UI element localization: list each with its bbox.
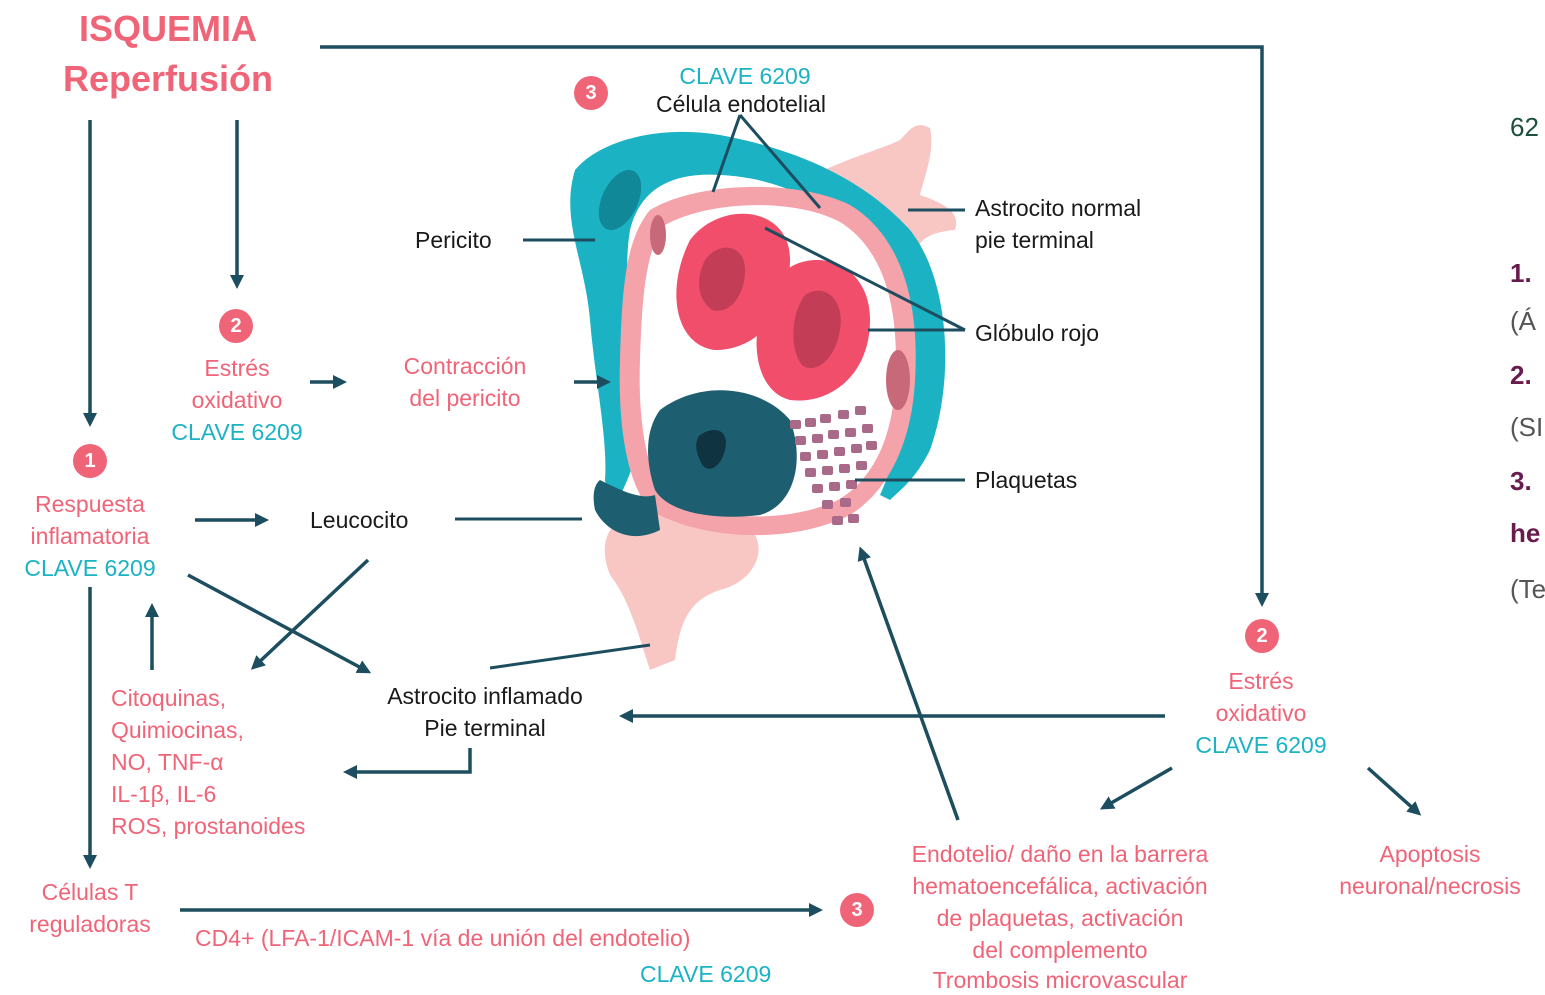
side-item-2: 2.	[1510, 360, 1532, 391]
badge-2-left: 2	[219, 309, 253, 343]
cd4-clave: CLAVE 6209	[640, 960, 771, 989]
cytokine-2: Quimiocinas,	[111, 716, 244, 745]
cytokine-5: ROS, prostanoides	[111, 812, 305, 841]
stress-left-line1: Estrés	[150, 354, 324, 383]
astrocito-pie-terminal: Pie terminal	[352, 714, 618, 743]
stress-left-line2: oxidativo	[150, 386, 324, 415]
label-pericito: Pericito	[415, 226, 492, 255]
inflammation-line1: Respuesta	[6, 490, 174, 519]
treg-line2: reguladoras	[4, 910, 176, 939]
cytokine-4: IL-1β, IL-6	[111, 780, 216, 809]
astrocito-inflamado: Astrocito inflamado	[352, 682, 618, 711]
blood-vessel-illustration	[570, 125, 956, 670]
label-astrocito-normal: Astrocito normal	[975, 194, 1141, 223]
apoptosis-line1: Apoptosis	[1318, 840, 1542, 869]
pericyte-contraction-line1: Contracción	[376, 352, 554, 381]
stress-left-clave: CLAVE 6209	[140, 418, 334, 447]
title-isquemia: ISQUEMIA	[40, 6, 296, 51]
side-panel-number: 62	[1510, 112, 1539, 143]
cytokine-1: Citoquinas,	[111, 684, 226, 713]
badge-3-top: 3	[574, 76, 608, 110]
badge-2-right: 2	[1245, 619, 1279, 653]
endothelium-line5: Trombosis microvascular	[878, 966, 1242, 995]
inflammation-line2: inflamatoria	[6, 522, 174, 551]
endothelium-line1: Endotelio/ daño en la barrera	[878, 840, 1242, 869]
badge-3-bottom: 3	[840, 893, 874, 927]
label-plaquetas: Plaquetas	[975, 466, 1077, 495]
label-endothelial-cell: Célula endotelial	[630, 90, 852, 119]
endothelium-line4: del complemento	[878, 936, 1242, 965]
endothelium-line3: de plaquetas, activación	[878, 904, 1242, 933]
pericyte-contraction-line2: del pericito	[376, 384, 554, 413]
stress-right-clave: CLAVE 6209	[1164, 731, 1358, 760]
clave-top: CLAVE 6209	[640, 62, 850, 91]
stress-right-line1: Estrés	[1174, 667, 1348, 696]
label-leucocito: Leucocito	[310, 506, 408, 535]
stress-right-line2: oxidativo	[1174, 699, 1348, 728]
cd4-text: CD4+ (LFA-1/ICAM-1 vía de unión del endo…	[195, 924, 690, 953]
side-item-3-bold: he	[1510, 518, 1540, 549]
badge-1: 1	[73, 444, 107, 478]
side-item-1-sub: (Á	[1510, 306, 1536, 337]
treg-line1: Células T	[4, 878, 176, 907]
label-pie-terminal: pie terminal	[975, 226, 1094, 255]
apoptosis-line2: neuronal/necrosis	[1318, 872, 1542, 901]
side-item-3: 3.	[1510, 466, 1532, 497]
label-globulo-rojo: Glóbulo rojo	[975, 319, 1099, 348]
side-item-1: 1.	[1510, 258, 1532, 289]
cytokine-3: NO, TNF-α	[111, 748, 224, 777]
side-item-2-sub: (SI	[1510, 412, 1543, 443]
side-item-3-sub: (Te	[1510, 574, 1545, 605]
endothelium-line2: hematoencefálica, activación	[878, 872, 1242, 901]
title-reperfusion: Reperfusión	[30, 56, 306, 101]
inflammation-clave: CLAVE 6209	[0, 554, 180, 583]
